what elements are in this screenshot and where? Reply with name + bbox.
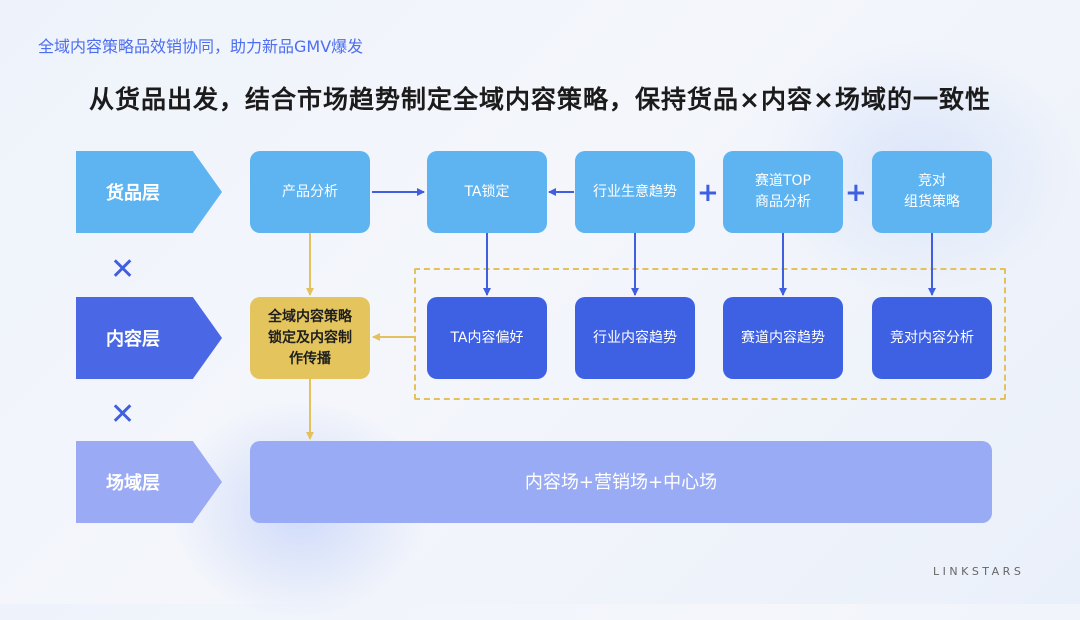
subtitle: 全域内容策略品效销协同，助力新品GMV爆发 bbox=[38, 37, 364, 56]
box-ta-preference: TA内容偏好 bbox=[427, 297, 547, 379]
box-ta-anchor: TA锁定 bbox=[427, 151, 547, 233]
box-competitor-content: 竞对内容分析 bbox=[872, 297, 992, 379]
page-title: 从货品出发，结合市场趋势制定全域内容策略，保持货品×内容×场域的一致性 bbox=[89, 85, 991, 114]
box-industry-trend: 行业生意趋势 bbox=[575, 151, 695, 233]
layer-content: 内容层 bbox=[76, 297, 222, 379]
layer-goods-label: 货品层 bbox=[106, 183, 160, 204]
connector-arrows bbox=[306, 188, 936, 440]
layer-goods: 货品层 bbox=[76, 151, 222, 233]
box-track-top: 赛道TOP 商品分析 bbox=[723, 151, 843, 233]
box-industry-content: 行业内容趋势 bbox=[575, 297, 695, 379]
box-competitor-assortment: 竞对 组货策略 bbox=[872, 151, 992, 233]
cross-icon: ✕ bbox=[110, 252, 136, 287]
plus-icon: + bbox=[845, 178, 867, 208]
cross-icon: ✕ bbox=[110, 397, 136, 432]
layer-field: 场域层 bbox=[76, 441, 222, 523]
content-trend-group-border bbox=[414, 268, 1006, 400]
layer-content-label: 内容层 bbox=[106, 329, 160, 350]
plus-icon: + bbox=[697, 178, 719, 208]
box-product-analysis: 产品分析 bbox=[250, 151, 370, 233]
brand-logo-text: LINKSTARS bbox=[933, 565, 1025, 578]
box-track-content: 赛道内容趋势 bbox=[723, 297, 843, 379]
box-fields: 内容场+营销场+中心场 bbox=[250, 441, 992, 523]
box-content-strategy: 全域内容策略 锁定及内容制 作传播 bbox=[250, 297, 370, 379]
layer-field-label: 场域层 bbox=[106, 473, 160, 494]
